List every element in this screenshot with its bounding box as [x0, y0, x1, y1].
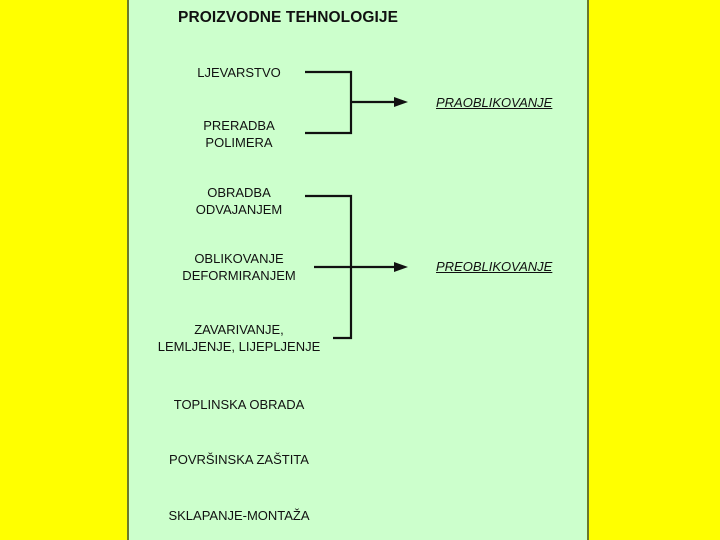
item-obradba-odvajanjem: OBRADBA ODVAJANJEM [196, 184, 282, 218]
result-praoblikovanje: PRAOBLIKOVANJE [436, 95, 553, 110]
item-label-line2: LEMLJENJE, LIJEPLJENJE [157, 339, 321, 354]
item-label-line1: PRERADBA [203, 118, 275, 133]
item-oblikovanje-deformiranjem: OBLIKOVANJE DEFORMIRANJEM [182, 250, 295, 284]
bracket-group-2 [305, 194, 396, 340]
content-panel [127, 0, 589, 540]
result-preoblikovanje: PREOBLIKOVANJE [436, 259, 553, 274]
item-sklapanje-montaza: SKLAPANJE-MONTAŽA [168, 508, 310, 523]
arrow-head-icon [394, 262, 408, 272]
item-povrsinska-zastita: POVRŠINSKA ZAŠTITA [169, 452, 309, 467]
item-label-line2: DEFORMIRANJEM [182, 268, 296, 283]
item-label-line1: OBRADBA [207, 185, 271, 200]
item-toplinska-obrada: TOPLINSKA OBRADA [173, 397, 305, 412]
page-title: PROIZVODNE TEHNOLOGIJE [178, 9, 399, 26]
item-label-line1: OBLIKOVANJE [194, 251, 284, 266]
arrow-head-icon [394, 97, 408, 107]
item-label-line1: ZAVARIVANJE, [194, 322, 284, 337]
item-label: LJEVARSTVO [197, 65, 281, 80]
item-zavarivanje: ZAVARIVANJE, LEMLJENJE, LIJEPLJENJE [158, 321, 321, 355]
item-ljevarstvo: LJEVARSTVO [197, 64, 281, 81]
item-label-line2: POLIMERA [205, 135, 273, 150]
item-preradba-polimera: PRERADBA POLIMERA [203, 117, 275, 151]
item-label-line2: ODVAJANJEM [195, 202, 283, 217]
bracket-group-1 [305, 70, 396, 135]
